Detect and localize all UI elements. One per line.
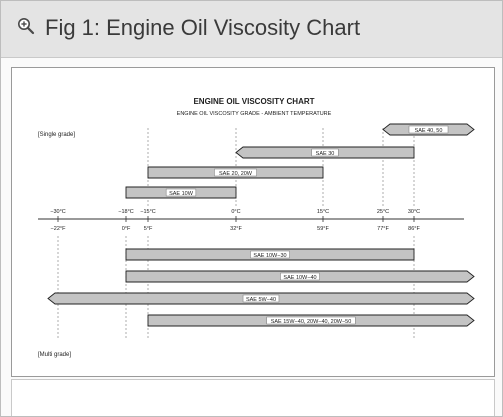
single-grade-bar-label: SAE 10W	[169, 191, 194, 197]
zoom-in-icon[interactable]	[17, 17, 35, 35]
figure-title: Fig 1: Engine Oil Viscosity Chart	[45, 15, 361, 40]
multi-grade-bar-label: SAE 5W−40	[246, 297, 276, 303]
celsius-tick-label: 15°C	[317, 209, 329, 215]
multi-grade-bar-label-box	[280, 272, 320, 281]
single-grade-bar-label: SAE 30	[316, 151, 335, 157]
figure-footer	[11, 379, 495, 416]
single-grade-bar-label: SAE 20, 20W	[219, 171, 253, 177]
celsius-tick-label: 30°C	[408, 209, 420, 215]
chart-title: ENGINE OIL VISCOSITY CHART	[193, 97, 314, 106]
celsius-tick-label: −30°C	[50, 209, 66, 215]
celsius-tick-label: 25°C	[377, 209, 389, 215]
chart-subtitle: ENGINE OIL VISCOSITY GRADE - AMBIENT TEM…	[177, 111, 332, 117]
figure-panel: ENGINE OIL VISCOSITY CHART ENGINE OIL VI…	[11, 67, 495, 377]
multi-grade-bar-label-box	[242, 294, 280, 303]
fahrenheit-tick-label: 0°F	[122, 226, 131, 232]
single-grade-bar-label: SAE 40, 50	[415, 128, 443, 134]
single-grade-bar-label-box	[165, 188, 197, 197]
multi-grade-bar-label: SAE 10W−40	[283, 275, 316, 281]
temperature-scale: −30°C −22°F −18°C 0°F −15°C 5°F 0°C 32°F 15°C 59°…	[38, 209, 464, 232]
fahrenheit-tick-label: 59°F	[317, 226, 329, 232]
celsius-tick-label: −15°C	[140, 209, 156, 215]
fahrenheit-tick-label: 5°F	[144, 226, 153, 232]
multi-grade-bar-label: SAE 15W−40, 20W−40, 20W−50	[271, 319, 352, 325]
single-grade-label: [Single grade]	[38, 132, 75, 138]
single-grade-bar-label-box	[408, 125, 449, 134]
celsius-tick-label: 0°C	[231, 209, 240, 215]
fahrenheit-tick-label: 86°F	[408, 226, 420, 232]
single-grade-bar-label-box	[214, 168, 257, 177]
multi-grade-bar-label-box	[250, 250, 290, 259]
multi-grade-bar-label: SAE 10W−30	[253, 253, 286, 259]
multi-grade-label: [Multi grade]	[38, 352, 71, 358]
fahrenheit-tick-label: −22°F	[51, 226, 67, 232]
celsius-tick-label: −18°C	[118, 209, 134, 215]
multi-grade-bar-label-box	[266, 316, 356, 325]
viscosity-chart[interactable]: ENGINE OIL VISCOSITY CHART ENGINE OIL VI…	[22, 78, 484, 366]
fahrenheit-tick-label: 77°F	[377, 226, 389, 232]
single-grade-bar-label-box	[311, 148, 339, 157]
fahrenheit-tick-label: 32°F	[230, 226, 242, 232]
grade-bars: SAE 40, 50 SAE 30 SAE 20, 20W SAE 10W SAE 10…	[47, 123, 475, 327]
chart-svg: ENGINE OIL VISCOSITY CHART ENGINE OIL VI…	[22, 78, 484, 366]
figure-header: Fig 1: Engine Oil Viscosity Chart	[1, 1, 502, 58]
